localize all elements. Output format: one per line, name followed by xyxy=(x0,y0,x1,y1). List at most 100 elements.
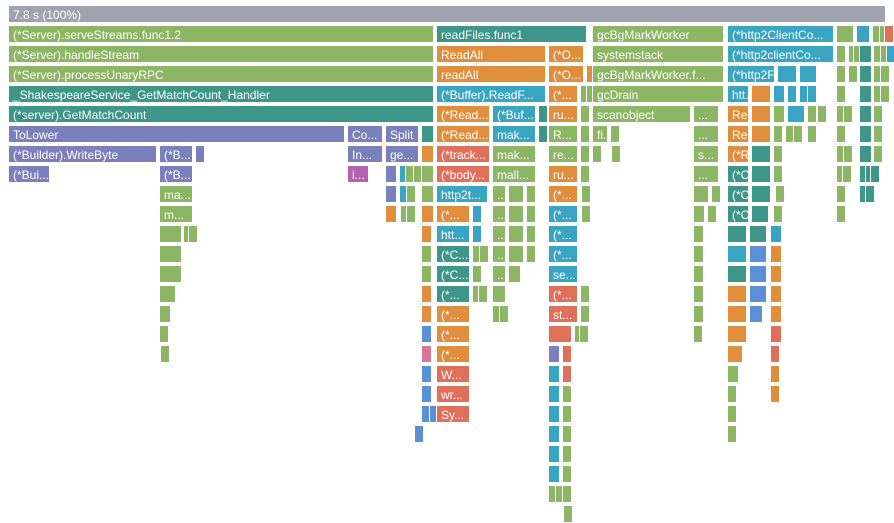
flame-frame[interactable] xyxy=(579,325,589,343)
flame-frame[interactable]: (*http2clientCo... xyxy=(727,45,834,63)
flame-frame[interactable] xyxy=(479,245,489,263)
flame-frame[interactable] xyxy=(787,85,797,103)
flame-frame[interactable] xyxy=(751,205,769,223)
flame-frame[interactable]: gcBgMarkWorker.f... xyxy=(592,65,724,83)
flame-frame[interactable]: ReadAll xyxy=(436,45,546,63)
flame-frame[interactable] xyxy=(693,245,704,263)
flame-frame[interactable]: Re... xyxy=(727,105,749,123)
flame-frame[interactable] xyxy=(773,125,783,143)
flame-frame[interactable] xyxy=(548,465,560,483)
flame-frame[interactable]: mall... xyxy=(492,165,536,183)
flame-frame[interactable] xyxy=(421,125,434,143)
flame-frame[interactable]: (*O... xyxy=(548,45,584,63)
flame-frame[interactable]: (*http2ClientCo... xyxy=(727,25,834,43)
flame-frame[interactable]: gcDrain xyxy=(592,85,724,103)
flame-frame[interactable]: (*track... xyxy=(436,145,490,163)
flame-frame[interactable] xyxy=(472,225,482,243)
flame-frame[interactable] xyxy=(727,245,747,263)
flame-frame[interactable] xyxy=(421,145,434,163)
flame-frame[interactable]: (*Buf... xyxy=(492,105,536,123)
flame-frame[interactable]: (*C... xyxy=(727,205,749,223)
flame-frame[interactable] xyxy=(548,365,560,383)
flame-frame[interactable] xyxy=(159,305,171,323)
flame-frame[interactable] xyxy=(611,145,621,163)
flame-frame[interactable] xyxy=(421,245,432,263)
flame-frame[interactable] xyxy=(548,345,560,363)
flame-frame[interactable] xyxy=(580,105,590,123)
flame-frame[interactable] xyxy=(188,225,198,243)
flame-frame[interactable] xyxy=(842,165,852,183)
flame-frame[interactable] xyxy=(751,145,771,163)
flame-frame[interactable] xyxy=(727,285,747,303)
flame-frame[interactable]: ... xyxy=(492,265,506,283)
flame-frame[interactable] xyxy=(421,265,432,283)
flame-frame[interactable]: htt... xyxy=(436,225,470,243)
flame-frame[interactable]: (*Read... xyxy=(436,125,490,143)
flame-frame[interactable]: W... xyxy=(436,365,470,383)
flame-frame[interactable]: (*C... xyxy=(727,185,749,203)
flame-frame[interactable] xyxy=(770,265,782,283)
flame-frame[interactable]: In... xyxy=(347,145,383,163)
flame-frame[interactable]: (*... xyxy=(548,245,578,263)
flame-frame[interactable]: (*... xyxy=(548,225,578,243)
flame-frame[interactable] xyxy=(873,125,883,143)
flame-frame[interactable] xyxy=(773,165,783,183)
flame-frame[interactable] xyxy=(159,285,176,303)
flame-frame[interactable]: ToLower xyxy=(8,125,345,143)
flame-frame[interactable] xyxy=(563,505,573,523)
flame-frame[interactable] xyxy=(859,105,872,123)
flame-frame[interactable] xyxy=(727,265,747,283)
flame-frame[interactable] xyxy=(526,205,536,223)
flame-frame[interactable] xyxy=(777,65,797,83)
flame-frame[interactable] xyxy=(421,205,434,223)
flame-frame[interactable] xyxy=(492,285,506,303)
flame-frame[interactable] xyxy=(195,145,205,163)
flame-frame[interactable] xyxy=(548,385,560,403)
flame-frame[interactable] xyxy=(548,445,560,463)
flame-frame[interactable]: (*C... xyxy=(436,265,470,283)
flame-frame[interactable]: (*R... xyxy=(727,145,749,163)
flame-frame[interactable]: (*body... xyxy=(436,165,490,183)
flame-frame[interactable] xyxy=(693,185,709,203)
flame-frame[interactable]: mak... xyxy=(492,125,536,143)
flame-frame[interactable]: (*... xyxy=(436,345,470,363)
flame-frame[interactable] xyxy=(807,85,817,103)
flame-frame[interactable] xyxy=(385,165,397,183)
flame-frame[interactable] xyxy=(751,105,771,123)
flame-frame[interactable] xyxy=(159,245,182,263)
flame-frame[interactable] xyxy=(836,65,846,83)
flame-frame[interactable] xyxy=(693,325,703,343)
flame-frame[interactable]: (*http2Fr... xyxy=(727,65,775,83)
flame-frame[interactable] xyxy=(727,305,747,323)
flame-frame[interactable] xyxy=(580,305,590,323)
flame-frame[interactable] xyxy=(562,345,572,363)
flame-frame[interactable] xyxy=(693,305,704,323)
flame-frame[interactable] xyxy=(770,305,782,323)
flame-frame[interactable] xyxy=(770,225,782,243)
flame-frame[interactable] xyxy=(562,445,572,463)
flame-frame[interactable] xyxy=(799,65,817,83)
flame-frame[interactable]: m... xyxy=(159,205,193,223)
flame-frame[interactable] xyxy=(859,85,872,103)
flame-frame[interactable] xyxy=(859,45,872,63)
flame-frame[interactable] xyxy=(160,345,170,363)
flame-frame[interactable] xyxy=(836,45,846,63)
flame-frame[interactable] xyxy=(886,45,894,63)
flame-frame[interactable] xyxy=(580,165,590,183)
flame-frame[interactable]: (*Buffer).ReadF... xyxy=(436,85,546,103)
flame-frame[interactable] xyxy=(693,225,704,243)
flame-frame[interactable]: se... xyxy=(548,265,578,283)
flame-frame[interactable]: (*... xyxy=(436,305,470,323)
flame-frame[interactable] xyxy=(508,265,521,283)
flame-frame[interactable] xyxy=(770,245,782,263)
flame-frame[interactable]: ... xyxy=(693,125,719,143)
flame-frame[interactable] xyxy=(770,345,780,363)
flame-frame[interactable] xyxy=(884,25,894,43)
flame-frame[interactable] xyxy=(610,125,620,143)
flame-frame[interactable] xyxy=(562,425,572,443)
flame-frame[interactable] xyxy=(773,145,783,163)
flame-frame[interactable] xyxy=(880,65,890,83)
flame-frame[interactable] xyxy=(159,225,182,243)
flame-frame[interactable] xyxy=(693,205,705,223)
